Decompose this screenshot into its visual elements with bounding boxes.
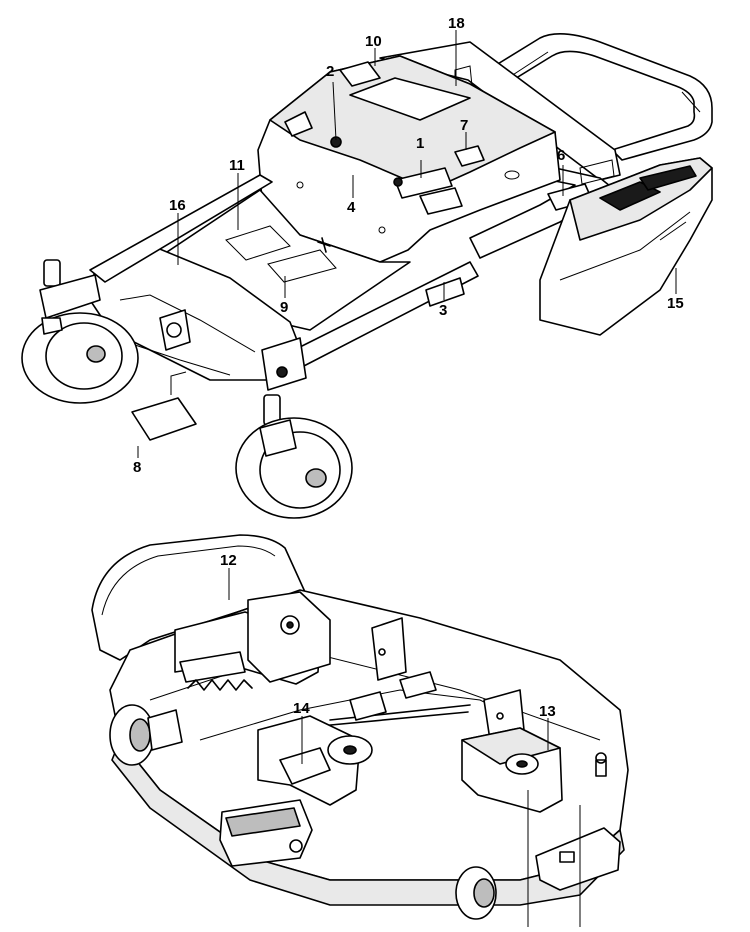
right-side-guard: [535, 827, 621, 891]
callout-18: 18: [448, 15, 465, 32]
callout-7: 7: [460, 117, 468, 134]
callout-3: 3: [439, 302, 447, 319]
left-pulley-shield: [174, 591, 331, 685]
callout-2: 2: [326, 63, 334, 80]
callout-12: 12: [220, 552, 237, 569]
front-hitch: [219, 799, 313, 867]
center-spindle-shield: [257, 715, 373, 806]
callout-9: 9: [280, 299, 288, 316]
right-spindle-cover: [461, 727, 563, 813]
front-decal-detached: [131, 371, 197, 458]
callout-4: 4: [347, 199, 356, 216]
chassis-assembly: [21, 33, 713, 519]
callout-6: 6: [557, 147, 565, 164]
callout-14: 14: [293, 700, 310, 717]
callout-8: 8: [133, 459, 141, 476]
callout-labels: 1 2 3 4 6 7 8 9 10 11 12 13 14 15 16 18: [133, 15, 684, 720]
front-antiscalp-wheel: [455, 866, 497, 920]
callout-10: 10: [365, 33, 382, 50]
callout-1: 1: [416, 135, 424, 152]
center-platform: [257, 55, 593, 263]
left-front-caster: [21, 259, 139, 404]
tension-spring: [187, 679, 253, 691]
grease-fitting: [595, 752, 607, 777]
callout-leaders: [177, 30, 677, 764]
callout-11: 11: [229, 157, 245, 174]
left-antiscalp-wheel: [109, 704, 183, 766]
center-brackets: [349, 617, 525, 741]
motor-cover: [539, 157, 713, 336]
callout-13: 13: [539, 703, 556, 720]
callout-16: 16: [169, 197, 186, 214]
cutting-deck-assembly: [91, 534, 629, 927]
callout-15: 15: [667, 295, 684, 312]
left-front-rail: [89, 174, 273, 283]
right-front-caster: [235, 337, 353, 519]
